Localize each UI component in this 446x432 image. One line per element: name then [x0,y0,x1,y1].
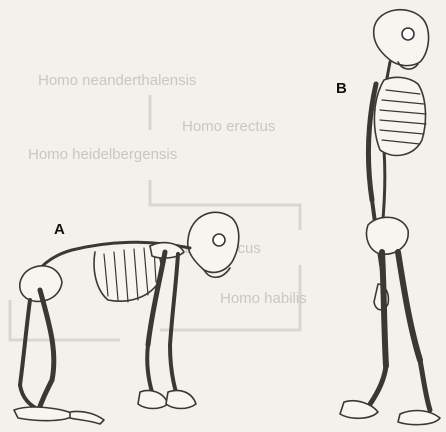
label-a: A [54,221,65,238]
label-b: B [336,80,347,97]
